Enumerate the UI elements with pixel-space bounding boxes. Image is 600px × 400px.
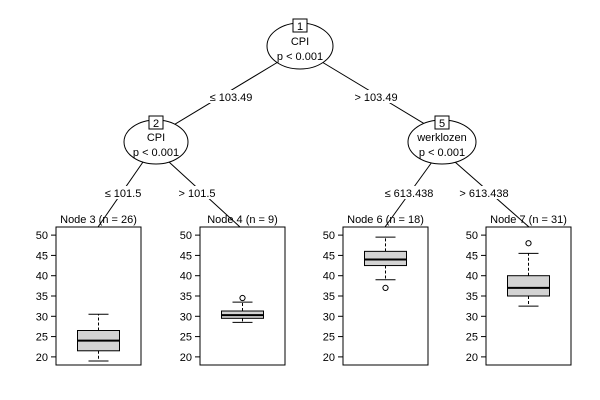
- y-tick-label: 25: [36, 332, 48, 344]
- node-id: 2: [153, 118, 159, 130]
- y-tick-label: 40: [180, 271, 192, 283]
- node-id: 5: [439, 118, 445, 130]
- node-variable: werklozen: [416, 132, 467, 144]
- y-tick-label: 50: [323, 230, 335, 242]
- terminal-node-3: Node 6 (n = 18) 20 25 30 35 40 45 50: [323, 214, 429, 366]
- node-id-box: [434, 115, 450, 130]
- iqr-box: [507, 275, 550, 297]
- y-tick-label: 20: [466, 352, 478, 364]
- y-tick-label: 45: [466, 250, 478, 262]
- edge-labels: ≤ 103.49 > 103.49 ≤ 101.5 > 101.5 ≤ 613.…: [102, 90, 515, 200]
- panel-title: Node 4 (n = 9): [207, 214, 278, 226]
- y-tick-label: 35: [466, 291, 478, 303]
- y-tick-label: 35: [36, 291, 48, 303]
- y-tick-label: 25: [323, 332, 335, 344]
- node-id: 1: [297, 21, 303, 33]
- y-tick-label: 30: [323, 311, 335, 323]
- outlier-point: [382, 284, 389, 291]
- y-axis: 20 25 30 35 40 45 50: [36, 230, 56, 364]
- y-axis: 20 25 30 35 40 45 50: [466, 230, 486, 364]
- y-tick-label: 45: [323, 250, 335, 262]
- inner-node-2: 2 CPI p < 0.001: [123, 115, 189, 165]
- node-variable: CPI: [291, 36, 309, 48]
- y-tick-label: 45: [180, 250, 192, 262]
- y-tick-label: 30: [466, 311, 478, 323]
- edge-label-2-3: ≤ 101.5: [105, 188, 142, 200]
- inner-node-1: 1 CPI p < 0.001: [266, 18, 334, 70]
- panel-title: Node 7 (n = 31): [490, 214, 567, 226]
- y-tick-label: 30: [180, 311, 192, 323]
- y-tick-label: 50: [466, 230, 478, 242]
- terminal-node-4: Node 7 (n = 31) 20 25 30 35 40 45 50: [466, 214, 572, 366]
- inner-node-5: 5 werklozen p < 0.001: [407, 115, 477, 165]
- y-tick-label: 20: [36, 352, 48, 364]
- y-tick-label: 25: [180, 332, 192, 344]
- y-tick-label: 35: [180, 291, 192, 303]
- y-tick-label: 25: [466, 332, 478, 344]
- y-tick-label: 20: [180, 352, 192, 364]
- y-tick-label: 50: [36, 230, 48, 242]
- edge-label-5-6: ≤ 613.438: [385, 188, 434, 200]
- node-pvalue: p < 0.001: [419, 147, 465, 159]
- y-tick-label: 40: [466, 271, 478, 283]
- y-tick-label: 30: [36, 311, 48, 323]
- node-id-box: [148, 115, 164, 130]
- node-pvalue: p < 0.001: [277, 51, 323, 63]
- outlier-point: [239, 294, 246, 302]
- edge-label-1-2: ≤ 103.49: [210, 92, 253, 104]
- y-tick-label: 50: [180, 230, 192, 242]
- edge-label-5-7: > 613.438: [459, 188, 508, 200]
- node-pvalue: p < 0.001: [133, 147, 179, 159]
- edge-label-2-4: > 101.5: [178, 188, 215, 200]
- y-axis: 20 25 30 35 40 45 50: [180, 230, 200, 364]
- terminal-node-2: Node 4 (n = 9) 20 25 30 35 40 45 50: [180, 214, 286, 366]
- panel-frame: [342, 226, 429, 366]
- y-tick-label: 35: [323, 291, 335, 303]
- node-id-box: [292, 18, 308, 33]
- edge-label-1-5: > 103.49: [354, 92, 397, 104]
- y-tick-label: 40: [323, 271, 335, 283]
- node-variable: CPI: [147, 132, 165, 144]
- panel-title: Node 3 (n = 26): [60, 214, 137, 226]
- y-tick-label: 20: [323, 352, 335, 364]
- y-tick-label: 40: [36, 271, 48, 283]
- panel-title: Node 6 (n = 18): [347, 214, 424, 226]
- terminal-node-1: Node 3 (n = 26) 20 25 30 35 40 45 50: [36, 214, 142, 366]
- y-tick-label: 45: [36, 250, 48, 262]
- y-axis: 20 25 30 35 40 45 50: [323, 230, 343, 364]
- iqr-box: [364, 250, 407, 267]
- outlier-point: [525, 240, 532, 247]
